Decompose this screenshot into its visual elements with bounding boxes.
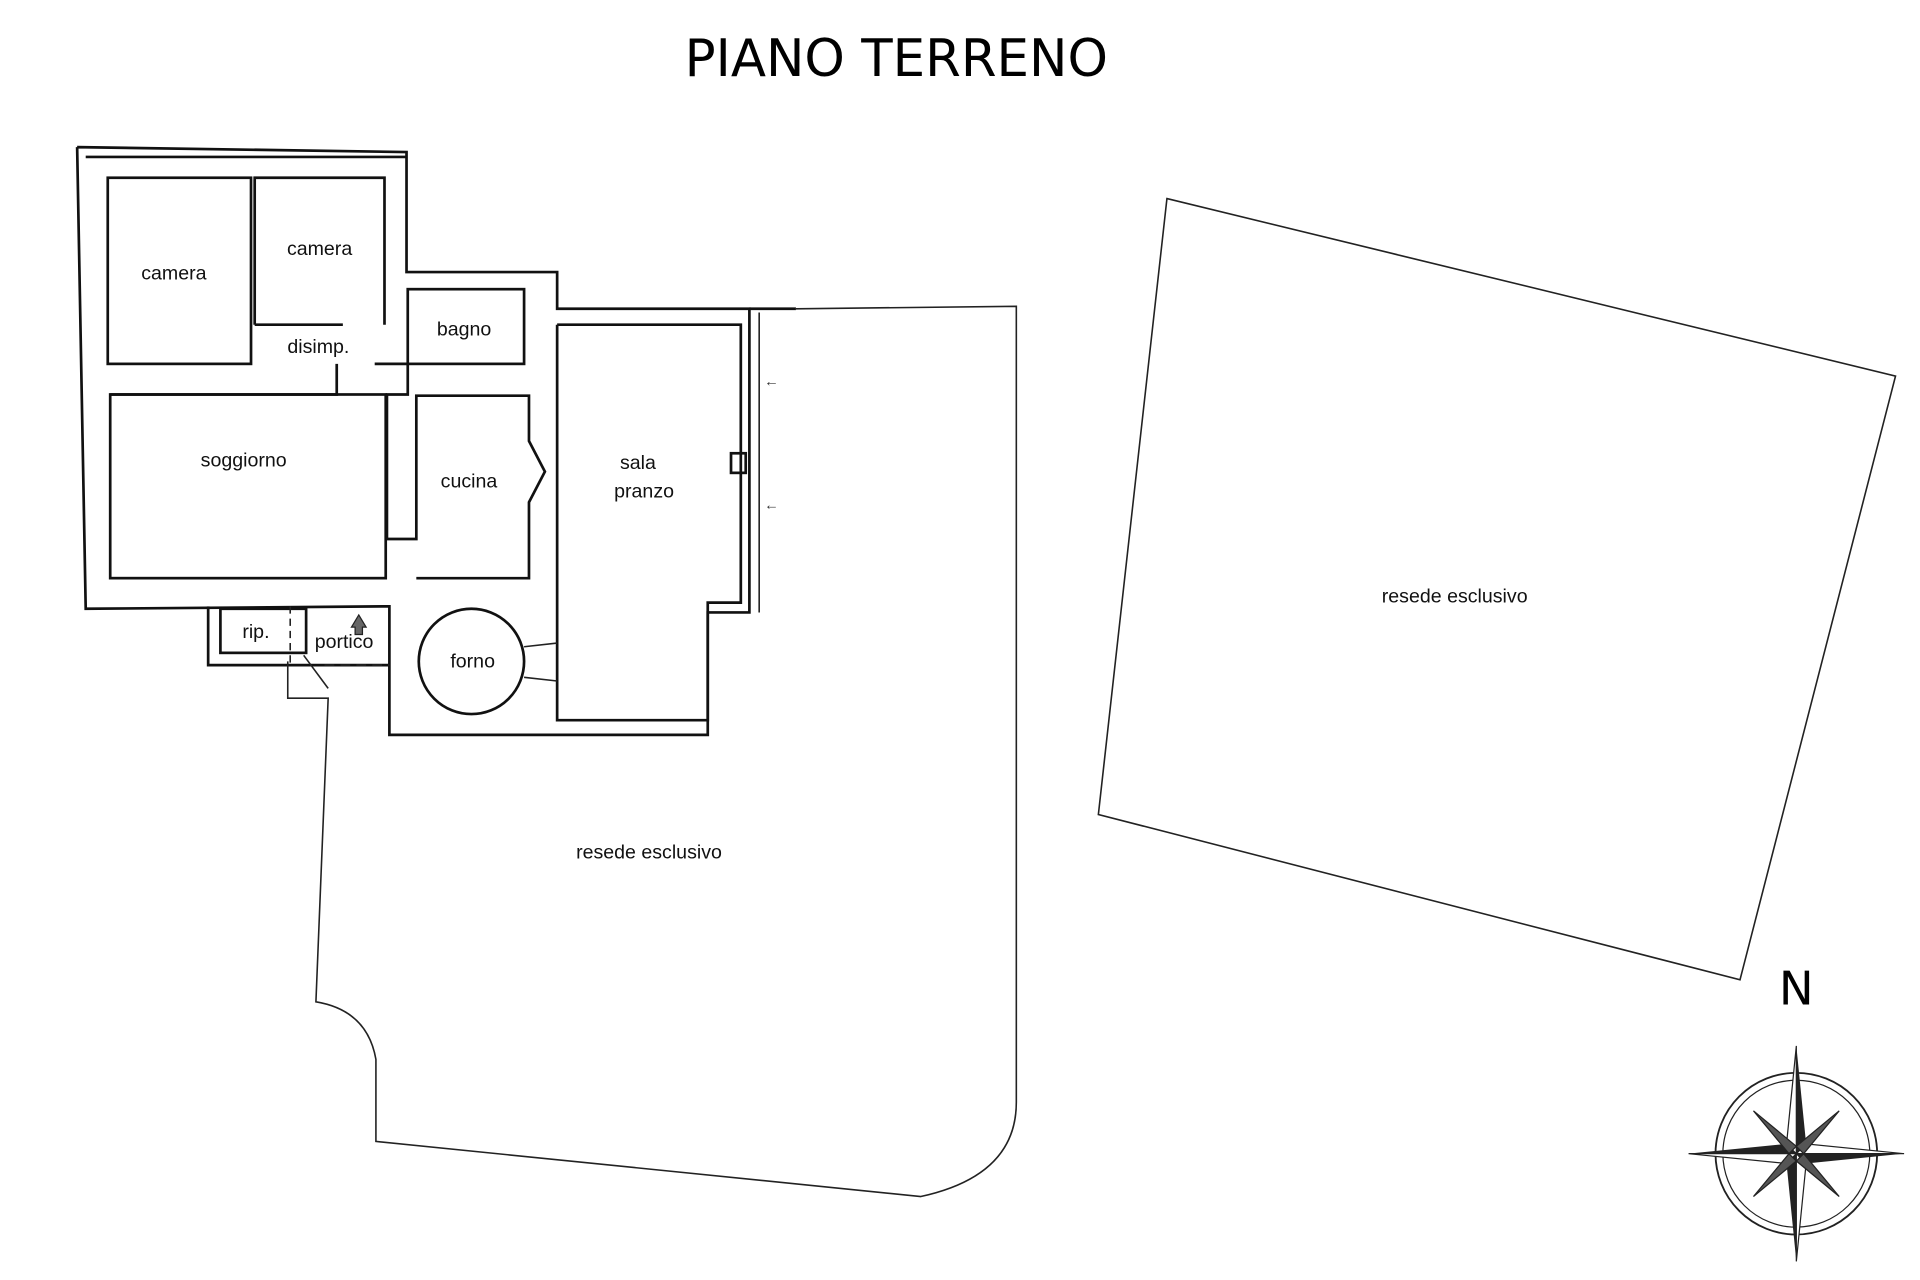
- room-label-portico: portico: [315, 631, 374, 653]
- compass-rose-icon: [1688, 1045, 1905, 1262]
- room-label-bagno: bagno: [437, 319, 492, 341]
- room-label-ripostiglio: rip.: [242, 621, 269, 643]
- plan-title: PIANO TERRENO: [685, 29, 1108, 89]
- room-labels: camera camera disimp. bagno soggiorno cu…: [141, 238, 1527, 864]
- arrow-icon: ←: [764, 374, 779, 390]
- room-label-camera: camera: [287, 238, 352, 260]
- oven-circle: [417, 607, 526, 716]
- room-label-camera: camera: [141, 262, 206, 284]
- outdoor-label-resede: resede esclusivo: [576, 842, 722, 864]
- room-label-pranzo: pranzo: [614, 480, 674, 502]
- outdoor-boundaries: [286, 197, 1897, 1198]
- room-label-sala: sala: [620, 452, 656, 474]
- room-label-disimpegno: disimp.: [287, 336, 349, 358]
- north-label: N: [1779, 961, 1814, 1015]
- entrance-arrow-icon: [350, 613, 368, 636]
- room-label-cucina: cucina: [441, 471, 498, 493]
- house-walls: ← ←: [75, 145, 796, 737]
- room-label-soggiorno: soggiorno: [201, 450, 287, 472]
- arrow-icon: ←: [764, 498, 779, 514]
- room-label-forno: forno: [450, 651, 495, 673]
- outdoor-label-resede: resede esclusivo: [1382, 586, 1528, 608]
